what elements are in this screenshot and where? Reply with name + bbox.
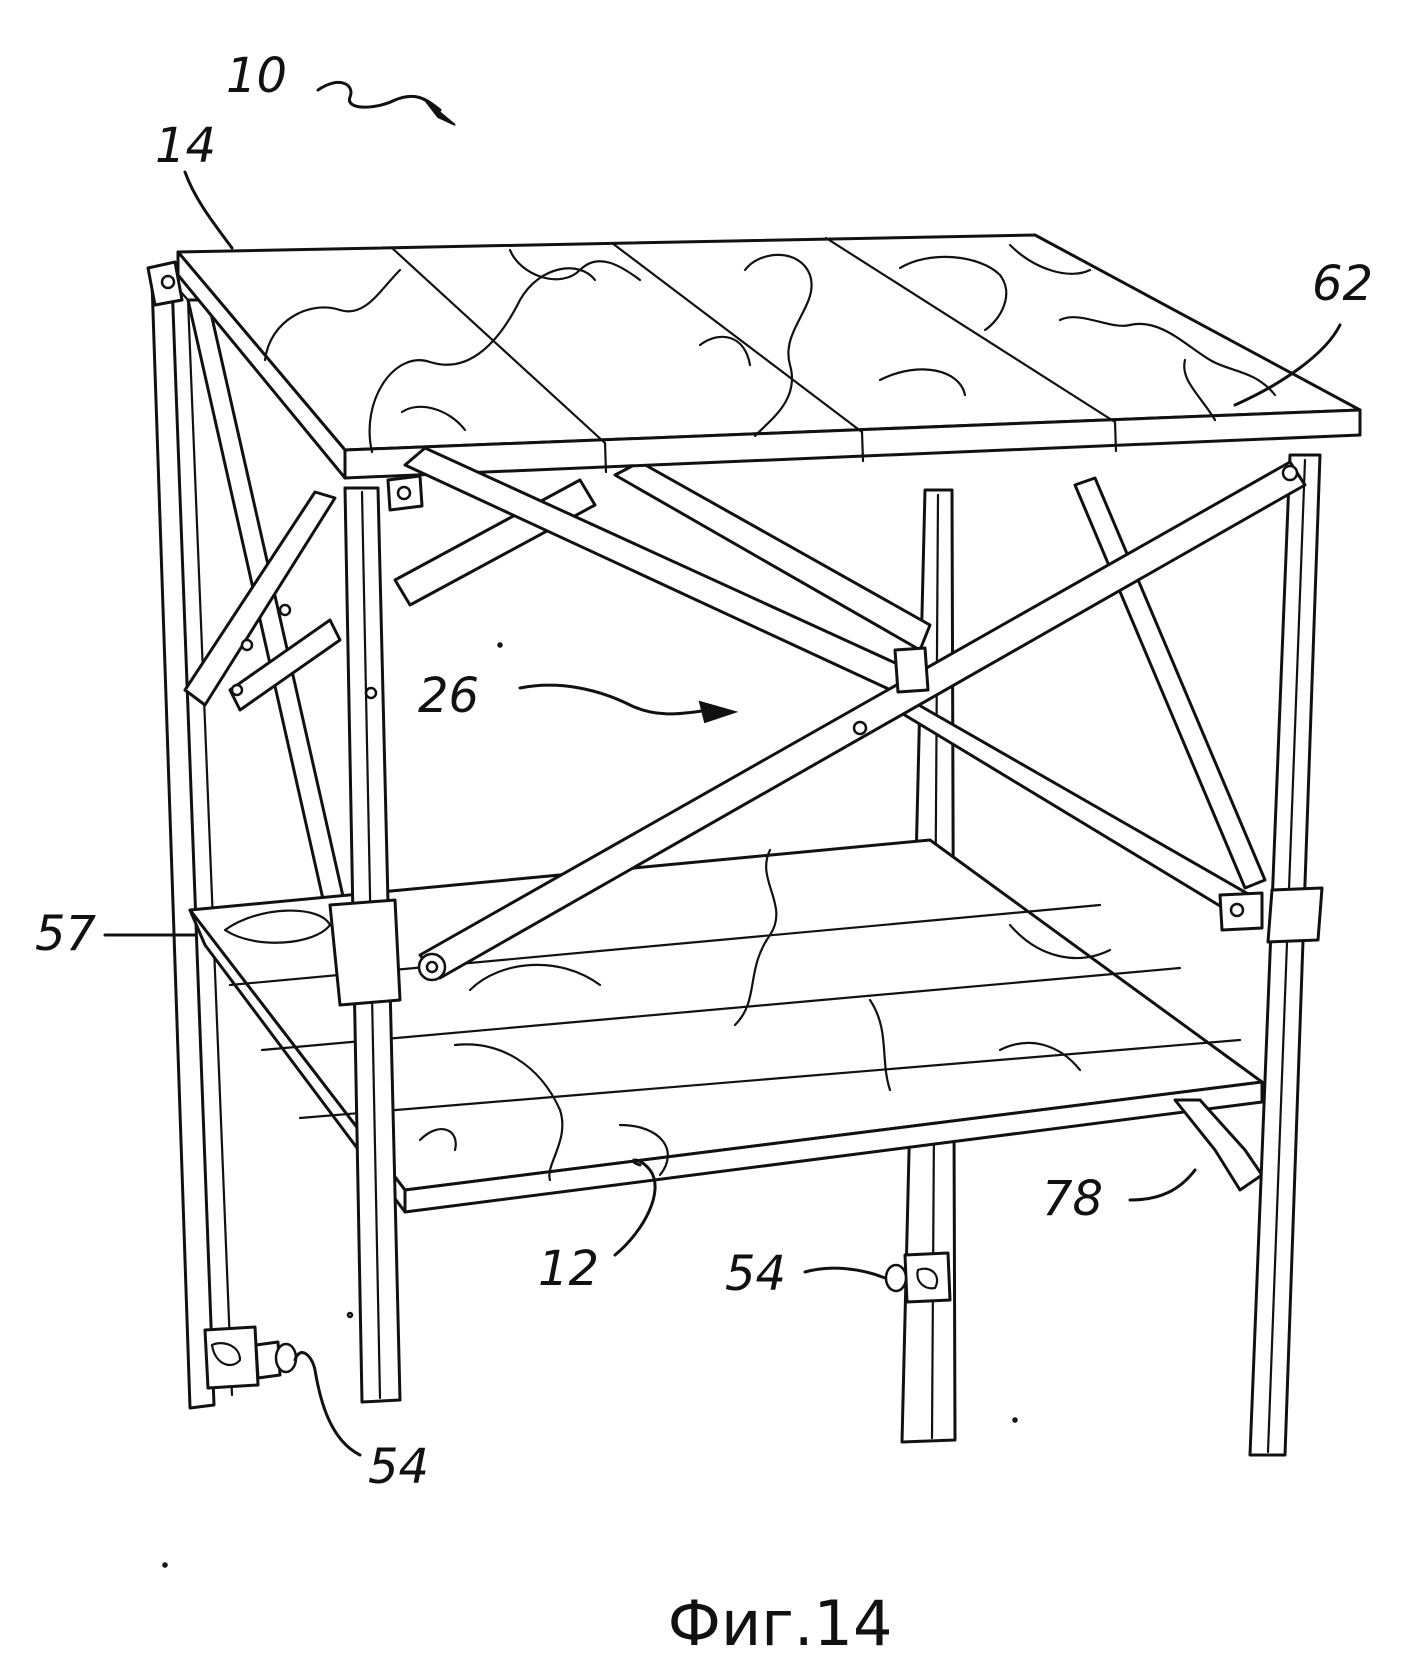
top-left-corner-bracket (146, 260, 184, 307)
label-26: 26 (418, 668, 479, 724)
label-10: 10 (226, 48, 287, 104)
front-cross-brace (386, 446, 1307, 982)
front-left-leg (328, 486, 402, 1404)
front-right-leg (1248, 453, 1324, 1457)
label-12: 12 (538, 1241, 599, 1297)
back-left-leg (150, 280, 234, 1410)
label-57: 57 (35, 906, 97, 962)
leg-clamp-right (884, 1251, 952, 1304)
label-62: 62 (1312, 256, 1373, 312)
speck (1012, 1417, 1018, 1423)
leader-12 (613, 1158, 657, 1257)
leader-54-right (803, 1266, 887, 1280)
speck (162, 1562, 168, 1568)
label-54-left: 54 (368, 1439, 429, 1495)
figure-caption: Фиг.14 (668, 1587, 893, 1660)
lower-shelf (188, 838, 1264, 1214)
leader-62 (1233, 323, 1342, 407)
label-78: 78 (1042, 1171, 1103, 1227)
leg-clamp-left (203, 1325, 298, 1390)
leader-14 (183, 170, 234, 250)
label-14: 14 (155, 118, 216, 174)
leader-26 (518, 683, 739, 724)
leader-78 (1128, 1168, 1197, 1202)
label-54-right: 54 (725, 1246, 786, 1302)
speck (497, 642, 503, 648)
top-shelf (176, 233, 1362, 480)
leader-10 (316, 80, 456, 126)
leader-54-left (293, 1351, 362, 1457)
